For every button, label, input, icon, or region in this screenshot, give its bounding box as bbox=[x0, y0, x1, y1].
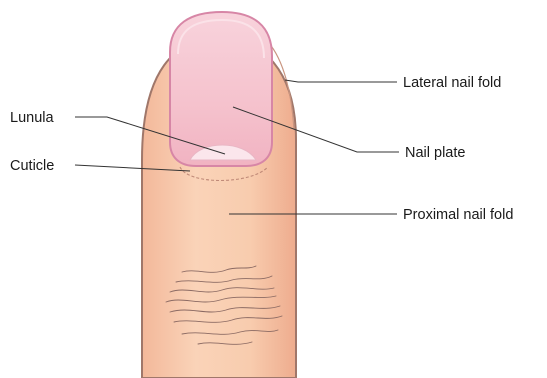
proximal-nail-fold-label: Proximal nail fold bbox=[403, 207, 513, 223]
cuticle-label: Cuticle bbox=[10, 158, 54, 174]
nail-plate-label: Nail plate bbox=[405, 145, 465, 161]
lateral-nail-fold-leader bbox=[285, 80, 397, 82]
lateral-nail-fold-label: Lateral nail fold bbox=[403, 75, 501, 91]
nail-plate-shape bbox=[170, 12, 272, 166]
lunula-label: Lunula bbox=[10, 110, 54, 126]
